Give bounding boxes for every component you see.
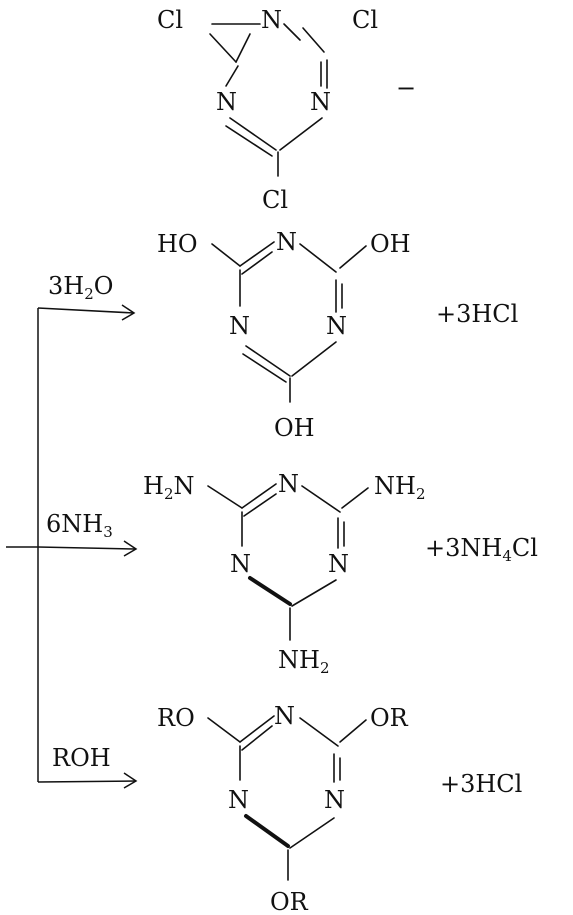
bond	[241, 251, 273, 275]
bond	[241, 483, 277, 509]
arrow-2	[37, 546, 137, 550]
substituent-cl-left: Cl	[157, 6, 183, 34]
bond	[241, 725, 273, 751]
product-3-molecule: RO N OR N N OR +3HCl	[157, 702, 522, 915]
substituent-or-right: OR	[370, 704, 409, 732]
substituent-nh2-bottom: NH2	[278, 646, 329, 677]
atom-n-left: N	[229, 312, 250, 340]
product-2-molecule: H2N N NH2 N N NH2 +3NH4Cl	[143, 470, 538, 677]
atom-n1: N	[261, 6, 282, 34]
bond	[248, 576, 292, 606]
substituent-ho: HO	[157, 230, 198, 258]
bond	[339, 719, 367, 743]
bond	[244, 814, 290, 848]
bond	[209, 33, 237, 63]
arrow-2-head	[123, 540, 138, 557]
substituent-cl-bottom: Cl	[262, 186, 288, 214]
substituent-cl-right: Cl	[352, 6, 378, 34]
atom-n-right: N	[324, 786, 345, 814]
bond	[239, 241, 275, 267]
reagent-alcohol: ROH	[52, 744, 111, 772]
byproduct-hcl-1: +3HCl	[436, 300, 518, 328]
arrow-3	[37, 780, 137, 783]
bond	[291, 341, 337, 377]
bond	[207, 717, 241, 743]
bond	[291, 579, 337, 607]
bond	[242, 353, 287, 383]
bond	[299, 717, 339, 747]
substituent-oh-bottom: OH	[274, 414, 315, 442]
atom-n-top: N	[276, 228, 297, 256]
arrow-1-head	[121, 304, 136, 321]
substituent-nh2-right: NH2	[374, 472, 425, 503]
reagent-water: 3H2O	[48, 272, 113, 303]
bond	[283, 23, 301, 41]
arrow-1	[37, 307, 135, 314]
product-1-molecule: HO N OH N N OH +3HCl	[157, 228, 518, 442]
substituent-ro: RO	[157, 704, 195, 732]
bond	[245, 345, 291, 377]
bond	[243, 493, 277, 517]
bond	[339, 245, 367, 269]
reaction-branches	[6, 304, 138, 789]
bond	[239, 715, 275, 743]
bond	[211, 243, 241, 267]
atom-n-top: N	[274, 702, 295, 730]
bond	[301, 485, 341, 513]
arrow-3-head	[123, 772, 138, 789]
bond	[235, 33, 251, 63]
reagent-ammonia: 6NH3	[46, 510, 113, 541]
atom-n-right: N	[326, 312, 347, 340]
reactant-molecule: Cl N Cl N N Cl −	[157, 6, 416, 214]
bond	[299, 243, 337, 273]
atom-n-left: N	[228, 786, 249, 814]
byproduct-nh4cl: +3NH4Cl	[425, 534, 538, 565]
bond	[302, 27, 325, 53]
substituent-h2n: H2N	[143, 472, 194, 503]
bond	[207, 485, 243, 509]
reactant-dash: −	[396, 74, 416, 102]
atom-n3: N	[216, 88, 237, 116]
bond	[289, 817, 335, 849]
atom-n5: N	[310, 88, 331, 116]
bond	[229, 117, 277, 151]
substituent-or-bottom: OR	[270, 888, 309, 915]
atom-n-top: N	[278, 470, 299, 498]
atom-n-right: N	[328, 550, 349, 578]
bond	[225, 125, 273, 157]
bond	[341, 487, 369, 509]
substituent-oh-right: OH	[370, 230, 411, 258]
atom-n-left: N	[230, 550, 251, 578]
bond	[225, 65, 239, 87]
byproduct-hcl-3: +3HCl	[440, 770, 522, 798]
bond	[279, 117, 323, 151]
